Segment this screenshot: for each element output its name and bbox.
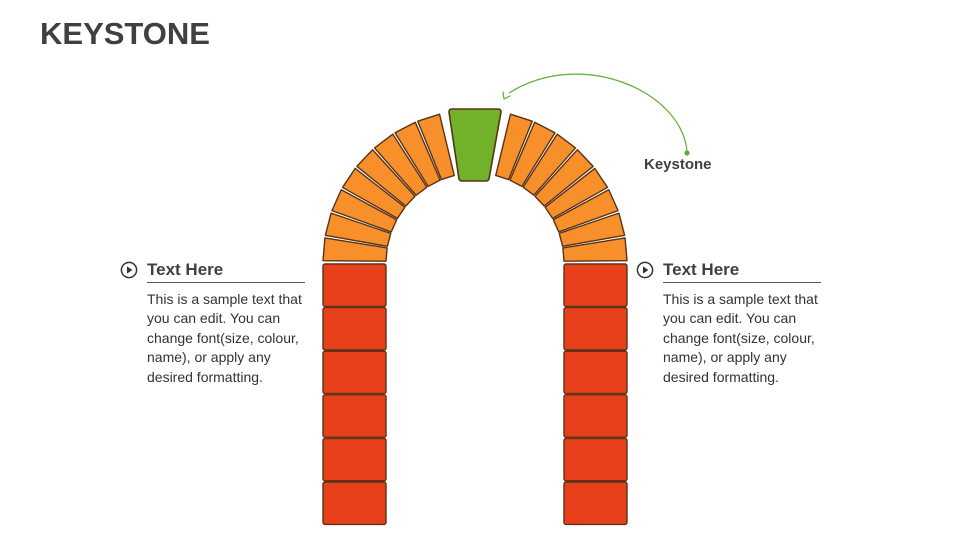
play-circle-icon xyxy=(636,261,654,279)
slide-title: KEYSTONE xyxy=(40,16,210,51)
pillar-brick xyxy=(322,394,387,438)
callout-arrow xyxy=(508,73,688,152)
arch-voussoir xyxy=(324,212,392,248)
text-block-left: Text Here This is a sample text that you… xyxy=(120,259,310,387)
pillar-brick xyxy=(563,481,628,526)
text-block-heading: Text Here xyxy=(147,260,224,279)
play-circle-icon xyxy=(120,261,138,279)
arch-voussoir xyxy=(552,189,619,233)
pillar-brick xyxy=(563,306,628,351)
arch-voussoir xyxy=(562,237,628,262)
arrow-anchor-dot xyxy=(684,150,690,156)
pillar-brick xyxy=(563,263,628,308)
pillar-brick xyxy=(322,437,387,482)
text-block-heading: Text Here xyxy=(663,260,740,279)
left-pillar xyxy=(322,263,387,526)
arch-voussoir xyxy=(544,167,609,220)
pillar-brick xyxy=(322,481,387,526)
arch-voussoir xyxy=(522,133,577,196)
arch-voussoir xyxy=(417,113,455,181)
arch-voussoirs xyxy=(322,113,628,262)
arch-voussoir xyxy=(356,149,416,207)
arch-voussoir xyxy=(373,133,428,196)
text-block-body: This is a sample text that you can edit.… xyxy=(147,291,302,385)
pillar-brick xyxy=(322,263,387,308)
heading-underline xyxy=(663,282,821,283)
arrow-head xyxy=(502,91,511,100)
pillar-brick xyxy=(322,306,387,351)
keystone-callout-label: Keystone xyxy=(644,156,712,173)
arch-voussoir xyxy=(509,121,556,188)
arch-voussoir xyxy=(331,189,398,233)
arch-voussoir xyxy=(558,212,626,248)
text-block-header: Text Here xyxy=(636,259,826,281)
keystone-block xyxy=(448,108,502,182)
arch-voussoir xyxy=(534,149,594,207)
pillar-brick xyxy=(563,394,628,438)
heading-underline xyxy=(147,282,305,283)
pillar-brick xyxy=(322,350,387,395)
pillar-brick xyxy=(563,437,628,482)
right-pillar xyxy=(563,263,628,526)
arch-voussoir xyxy=(495,113,533,181)
text-block-right: Text Here This is a sample text that you… xyxy=(636,259,826,387)
arch-voussoir xyxy=(394,121,441,188)
pillar-brick xyxy=(563,350,628,395)
text-block-body: This is a sample text that you can edit.… xyxy=(663,291,818,385)
text-block-header: Text Here xyxy=(120,259,310,281)
arch-voussoir xyxy=(322,237,388,262)
arch-voussoir xyxy=(341,167,406,220)
